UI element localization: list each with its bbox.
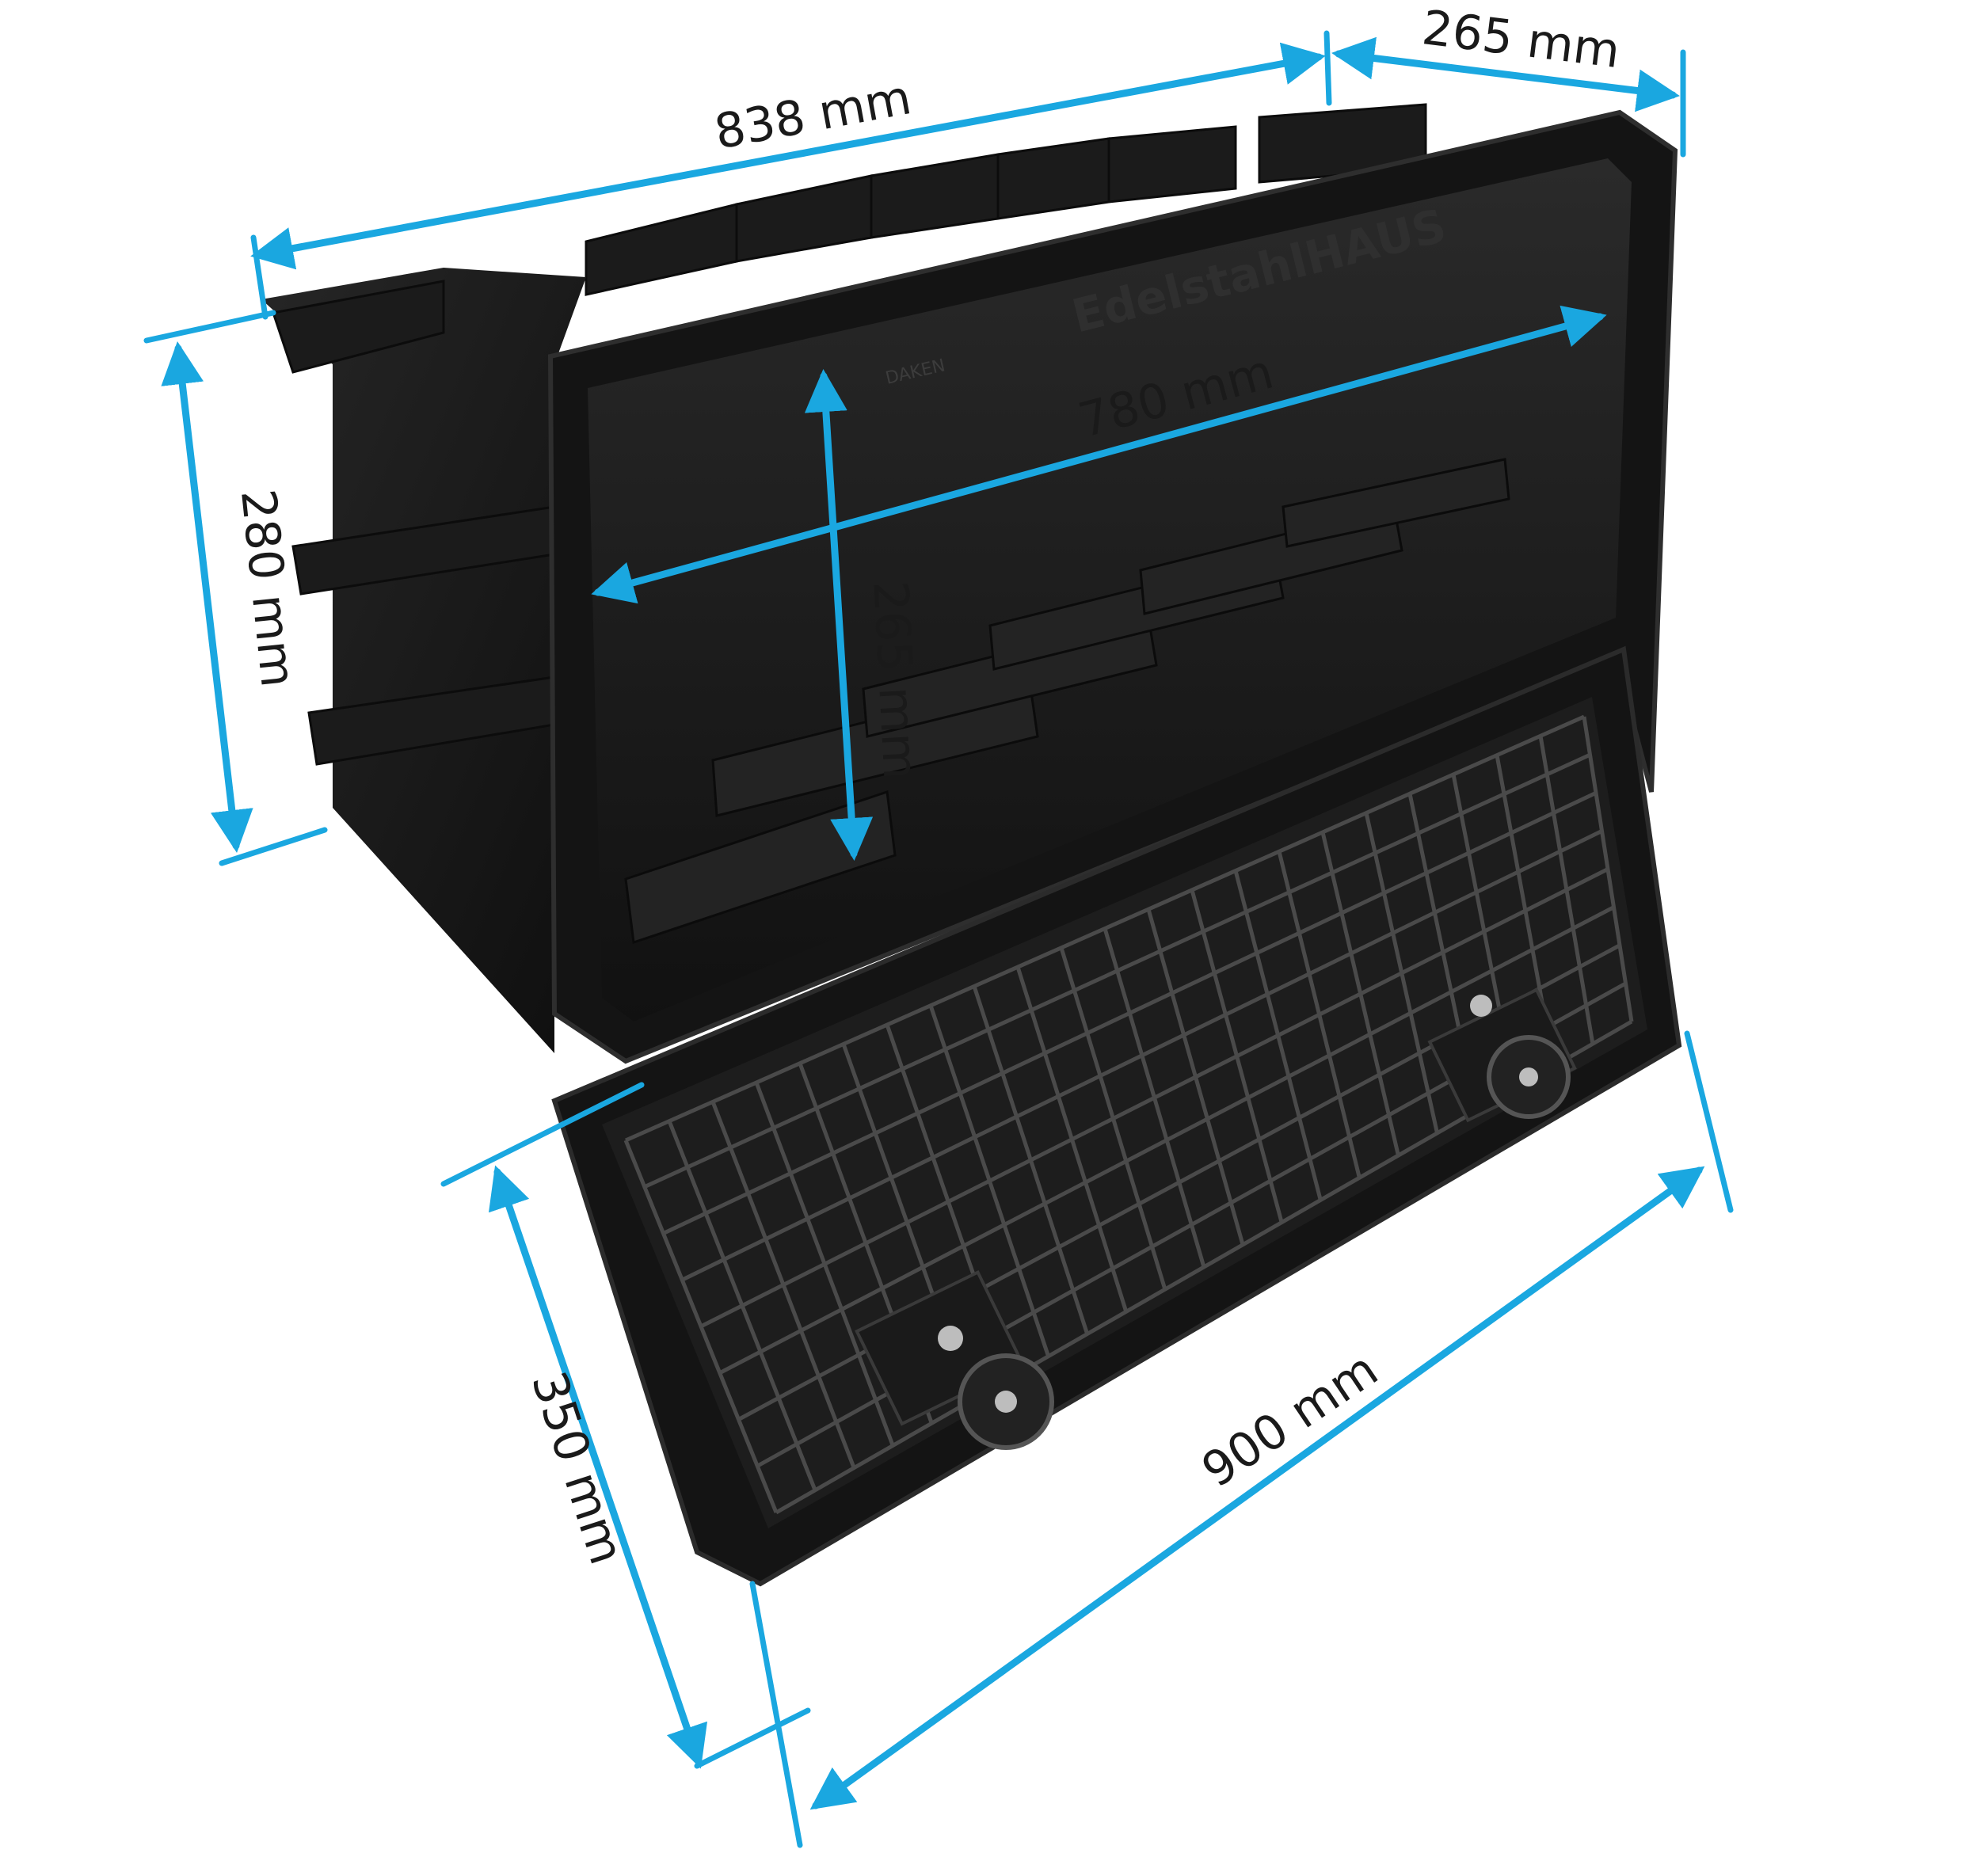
inner-length-line [591,305,1607,604]
inner-height-label: 265 mm [862,580,927,781]
outer-length-ext-right [1323,30,1332,106]
outer-height-line [161,341,253,853]
lid-length-ext-left [749,1581,803,1848]
lid-grid-rib [624,714,1586,1143]
outer-depth-line [1331,36,1680,112]
outer-length-line [250,42,1326,270]
outer-height-ext-bottom [219,827,328,866]
lid-height-line [488,1165,708,1769]
lid-grid-rib [662,790,1598,1235]
outer-height-label: 280 mm [230,487,306,690]
lid-length-line [809,1166,1705,1810]
lid-height-ext-bottom [694,1707,811,1769]
lid-length-label: 900 mm [1192,1341,1388,1498]
outer-length-label: 838 mm [710,70,916,160]
lid-height-label: 350 mm [520,1365,634,1571]
lid-height-ext-top [440,1082,645,1187]
outer-height-ext-top [143,310,276,344]
outer-length-ext-left [250,234,268,320]
inner-height-line [804,369,874,861]
lid-grid-rib [643,752,1591,1189]
lid-length-ext-right [1684,1030,1734,1213]
lock-mechanism-right [1427,987,1577,1123]
